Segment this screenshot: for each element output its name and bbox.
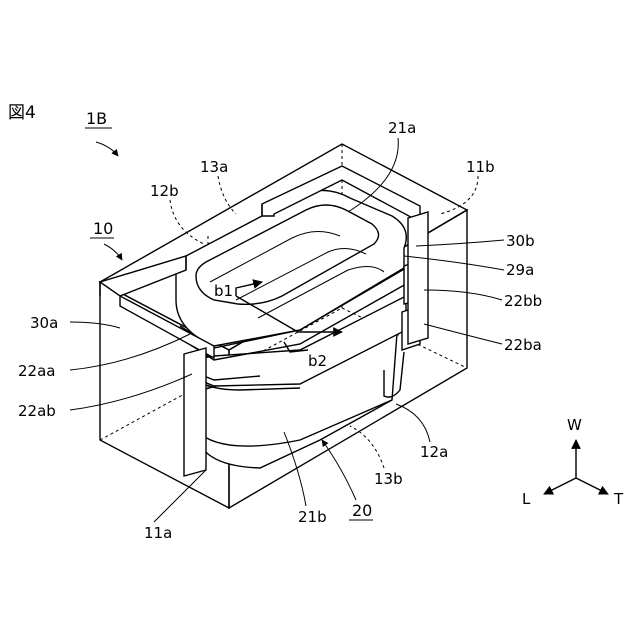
- label-21b: 21b: [298, 508, 327, 526]
- label-22aa: 22aa: [18, 362, 55, 380]
- label-22bb: 22bb: [504, 292, 542, 310]
- label-22ba: 22ba: [504, 336, 542, 354]
- label-11a: 11a: [144, 524, 172, 542]
- label-22ab: 22ab: [18, 402, 56, 420]
- label-11b: 11b: [466, 158, 495, 176]
- label-30a: 30a: [30, 314, 58, 332]
- coil: [176, 190, 420, 468]
- label-21a: 21a: [388, 119, 416, 137]
- label-12a: 12a: [420, 443, 448, 461]
- label-30b: 30b: [506, 232, 535, 250]
- label-b2: b2: [308, 352, 327, 370]
- axis-indicator: W L T: [522, 416, 624, 508]
- axis-w: W: [567, 416, 582, 434]
- assembly-ref: 1B: [85, 109, 118, 156]
- label-29a: 29a: [506, 261, 534, 279]
- axis-l: L: [522, 490, 531, 508]
- axis-t: T: [613, 490, 624, 508]
- label-13b: 13b: [374, 470, 403, 488]
- figure-label: 図4: [8, 103, 36, 123]
- body-ref: 10: [93, 219, 113, 238]
- coil-ref: 20: [352, 501, 372, 520]
- label-b1: b1: [214, 282, 233, 300]
- assembly-ref-text: 1B: [86, 109, 107, 128]
- label-13a: 13a: [200, 158, 228, 176]
- label-12b: 12b: [150, 182, 179, 200]
